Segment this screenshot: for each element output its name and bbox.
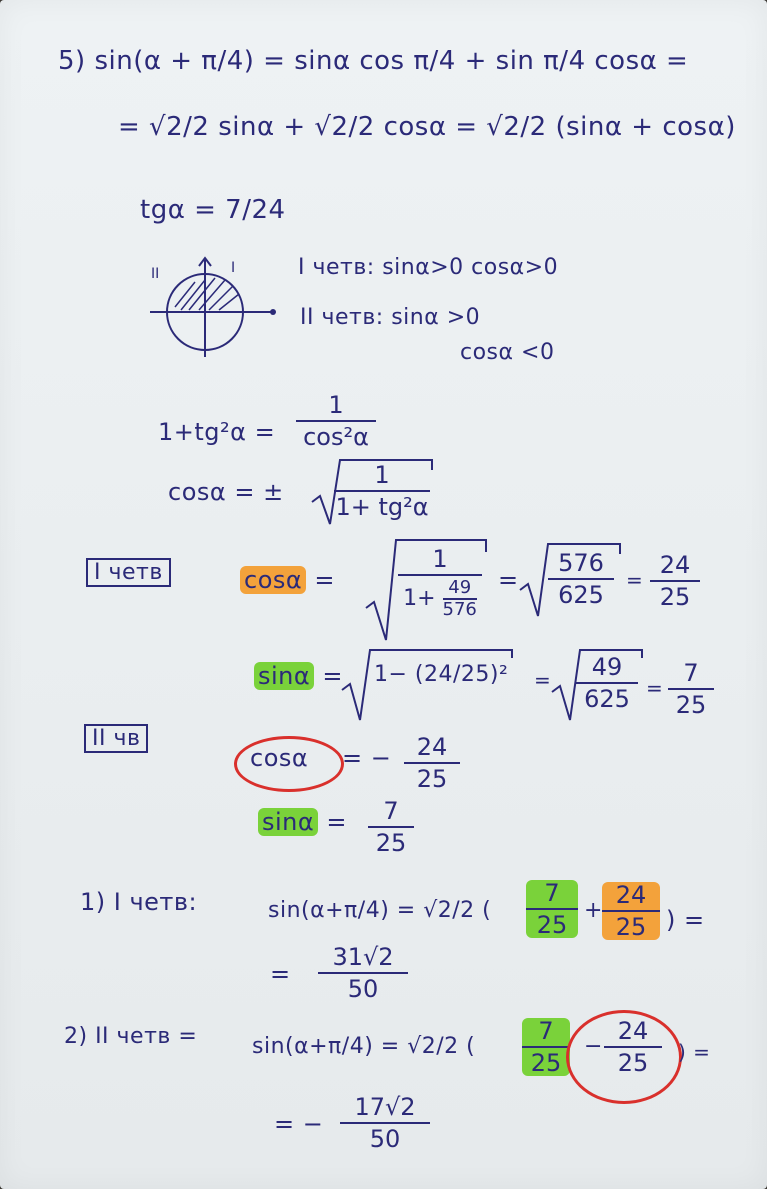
sin-I-label: sinα = [254,662,343,690]
line-1: 5) sin(α + π/4) = sinα cos π/4 + sin π/4… [58,46,689,76]
cos-II-fraction: 24 25 [404,734,460,792]
sin-highlight: sinα [254,662,315,690]
red-circle-result [566,1010,682,1104]
line-2: = √2/2 sinα + √2/2 cosα = √2/2 (sinα + c… [118,112,736,142]
eq-2: = [626,568,644,592]
sqrt-sign-4 [341,649,513,721]
result-2-label: 2) II четв = [64,1024,198,1049]
sin-mid-den: 625 [584,685,630,713]
result-1-a-den: 25 [536,911,568,939]
result-2-frac-a: 7 25 [522,1018,570,1076]
result-2-expr: sin(α+π/4) = √2/2 ( [252,1034,476,1059]
cos-inner-den-den: 576 [442,599,477,620]
sqrt-sign-1 [311,459,433,525]
tg-given: tgα = 7/24 [140,195,286,225]
result-2-b-den: 25 [617,1049,649,1077]
result-1-close: ) = [666,906,705,934]
cos-result-num: 24 [659,551,691,579]
cos-formula-den: 1+ tg²α [335,493,429,521]
sin-II-fraction: 7 25 [368,798,414,856]
cos-result-fraction: 24 25 [650,552,700,610]
result-1-res-num: 31√2 [332,943,394,971]
cos-I-eq: = [314,566,335,594]
result-1-expr: sin(α+π/4) = √2/2 ( [268,898,492,923]
result-2-a-den: 25 [530,1049,562,1077]
sin-II-eq: = [326,808,347,836]
sin-inner: 1− (24/25)² [374,662,509,687]
sin-result-fraction: 7 25 [668,660,714,718]
sqrt-sign-5 [551,649,643,721]
cos-inner-den-num: 49 [442,578,477,600]
result-1-plus: + [584,898,603,923]
cos-formula-num: 1 [374,461,390,489]
cos-II-num: 24 [416,733,448,761]
cos-highlight: cosα [240,566,307,594]
identity-left: 1+tg²α = [158,418,276,446]
identity-den: cos²α [303,423,369,451]
quadrant-I-note: I четв: sinα>0 cosα>0 [298,255,559,280]
result-2-a-num: 7 [538,1017,554,1045]
quadrant-II-box: II чв [84,724,149,753]
sin-II-label: sinα = [258,808,347,836]
sin-II-highlight: sinα [258,808,319,836]
identity-num: 1 [328,391,344,419]
cos-II-label: cosα [250,744,309,772]
cos-inner-den: 1+ 49 576 [398,578,482,620]
result-2-res-num: 17√2 [354,1093,416,1121]
cos-II-eq: = − [342,744,392,772]
sin-mid-fraction: 49 625 [576,654,638,712]
result-1-frac-a: 7 25 [526,880,578,938]
cos-result-den: 25 [659,583,691,611]
result-1-b-den: 25 [615,913,647,941]
eq-3: = [534,668,552,692]
unit-circle-sketch: II I [150,256,276,357]
cos-mid-num: 576 [558,549,604,577]
eq-1: = [498,566,519,594]
result-2-minus: − [584,1034,603,1059]
result-2-frac-b: 24 25 [604,1018,662,1076]
eq-4: = [646,676,664,700]
result-1-a-num: 7 [544,879,560,907]
result-2-b-num: 24 [617,1017,649,1045]
cos-mid-den: 625 [558,581,604,609]
cos-mid-fraction: 576 625 [548,550,614,608]
result-1-final: 31√2 50 [318,944,408,1002]
cos-II-den: 25 [416,765,448,793]
identity-fraction: 1 cos²α [296,392,376,450]
cos-inner-den-prefix: 1+ [403,586,436,611]
sin-result-num: 7 [683,659,699,687]
sin-mid-num: 49 [591,653,623,681]
result-1-eq: = [270,960,291,988]
cos-I-label: cosα = [240,566,335,594]
cos-inner-num: 1 [432,545,448,573]
sqrt-sign-2 [365,539,487,641]
svg-text:I: I [231,260,235,276]
cos-formula-fraction: 1 1+ tg²α [334,462,430,520]
svg-text:II: II [151,266,159,282]
sin-II-num: 7 [383,797,399,825]
result-2-final: 17√2 50 [340,1094,430,1152]
result-1-frac-b: 24 25 [602,882,660,940]
cos-formula-left: cosα = ± [168,478,284,506]
quadrant-I-box: I четв [86,558,171,587]
result-1-label: 1) I четв: [80,888,198,916]
sqrt-sign-3 [519,543,621,617]
result-1-res-den: 50 [347,975,379,1003]
quadrant-II-note-cos: cosα <0 [460,340,555,365]
sin-II-den: 25 [375,829,407,857]
quadrant-II-note-sin: II четв: sinα >0 [300,305,481,330]
result-1-b-num: 24 [615,881,647,909]
red-circle-cos [234,736,344,792]
result-2-res-den: 50 [369,1125,401,1153]
result-2-close: ) = [678,1040,711,1064]
cos-inner-fraction: 1 1+ 49 576 [398,546,482,620]
result-2-eq: = − [274,1110,324,1138]
sin-result-den: 25 [675,691,707,719]
